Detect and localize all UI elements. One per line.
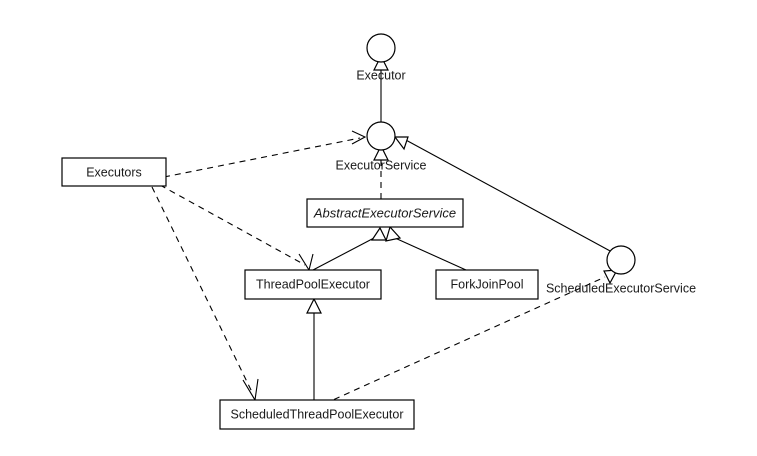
- edge-executors-to-threadpoolexecutor: [159, 184, 314, 272]
- edge-executorservice-to-executor: [373, 54, 389, 128]
- edge-abstractexecutorservice-to-executorservice: [373, 144, 389, 199]
- executorservice-label: ExecutorService: [335, 158, 426, 172]
- node-executor-service[interactable]: ExecutorService: [335, 121, 427, 172]
- edge-executors-to-scheduledthreadpoolexecutor: [151, 186, 259, 402]
- node-abstract-executor-service[interactable]: AbstractExecutorService: [306, 198, 464, 228]
- edge-executors-to-executorservice: [163, 130, 367, 178]
- threadpoolexecutor-box: [244, 269, 382, 300]
- threadpoolexecutor-label: ThreadPoolExecutor: [256, 277, 370, 291]
- scheduledthreadpoolexecutor-box: [219, 399, 415, 430]
- forkjoinpool-box: [435, 269, 539, 300]
- node-scheduled-thread-pool-executor[interactable]: ScheduledThreadPoolExecutor: [219, 399, 415, 430]
- executor-interface-circle: [366, 33, 396, 63]
- node-fork-join-pool[interactable]: ForkJoinPool: [435, 269, 539, 300]
- node-executor[interactable]: Executor: [356, 33, 406, 82]
- scheduledexecutorservice-label: ScheduledExecutorService: [546, 281, 696, 295]
- executorservice-interface-circle: [366, 121, 396, 151]
- forkjoinpool-label: ForkJoinPool: [451, 277, 524, 291]
- edge-scheduledthreadpoolexecutor-to-scheduledexecutorservice: [323, 269, 619, 405]
- node-scheduled-executor-service[interactable]: ScheduledExecutorService: [546, 245, 696, 295]
- abstractexecutorservice-box: [306, 198, 464, 228]
- executor-label: Executor: [356, 68, 405, 82]
- edge-scheduledthreadpoolexecutor-to-threadpoolexecutor: [306, 297, 322, 400]
- scheduledthreadpoolexecutor-label: ScheduledThreadPoolExecutor: [230, 407, 403, 421]
- executors-label: Executors: [86, 165, 142, 179]
- edge-scheduledexecutorservice-to-executorservice: [393, 136, 613, 253]
- edge-forkjoinpool-to-abstractexecutorservice: [385, 225, 467, 271]
- scheduledexecutorservice-interface-circle: [606, 245, 636, 275]
- executors-box: [61, 157, 167, 187]
- edge-threadpoolexecutor-to-abstractexecutorservice: [312, 226, 387, 271]
- node-executors[interactable]: Executors: [61, 157, 167, 187]
- node-thread-pool-executor[interactable]: ThreadPoolExecutor: [244, 269, 382, 300]
- abstractexecutorservice-label: AbstractExecutorService: [313, 205, 456, 220]
